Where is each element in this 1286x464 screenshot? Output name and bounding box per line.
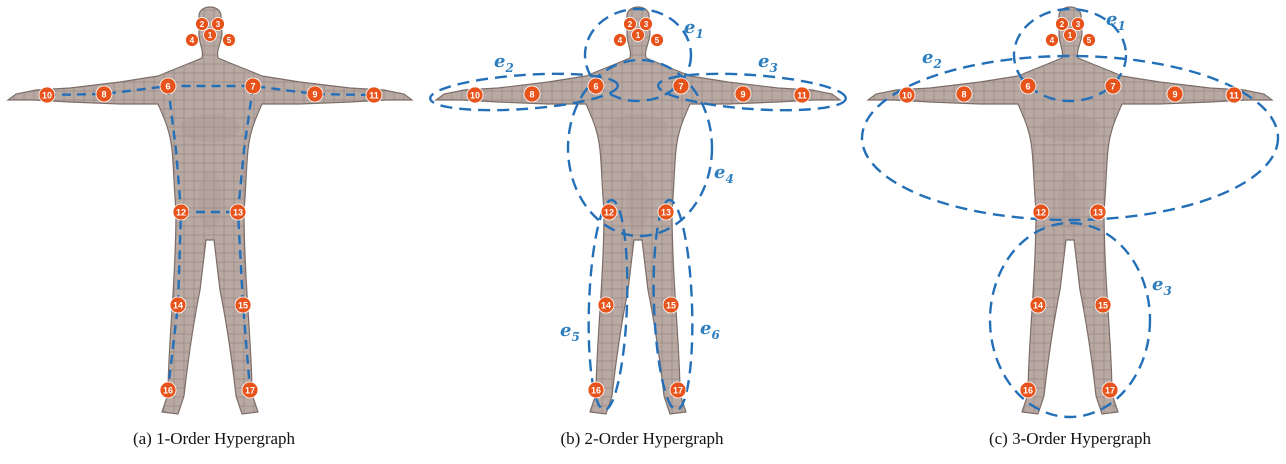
figure-1-order: 1234567891011121314151617 xyxy=(0,0,428,425)
caption: (c) 3-Order Hypergraph xyxy=(856,429,1284,449)
joint-label-17: 17 xyxy=(245,386,255,396)
joint-label-15: 15 xyxy=(666,301,676,311)
joint-label-15: 15 xyxy=(238,301,248,311)
edge-label-e5: e5 xyxy=(560,320,580,344)
joint-label-5: 5 xyxy=(1087,36,1092,45)
joint-label-3: 3 xyxy=(1076,20,1081,29)
joint-label-12: 12 xyxy=(1036,208,1046,218)
joint-label-6: 6 xyxy=(1025,82,1030,92)
joint-label-4: 4 xyxy=(618,36,623,45)
joint-label-9: 9 xyxy=(312,90,317,100)
edge-label-e1: e1 xyxy=(684,17,704,41)
joint-label-17: 17 xyxy=(673,386,683,396)
joint-label-2: 2 xyxy=(1060,20,1065,29)
edge-label-e2: e2 xyxy=(494,51,514,75)
edge-label-e1: e1 xyxy=(1106,9,1126,33)
joint-label-5: 5 xyxy=(655,36,660,45)
joint-label-16: 16 xyxy=(163,386,173,396)
joint-label-15: 15 xyxy=(1098,301,1108,311)
joint-label-10: 10 xyxy=(470,91,480,101)
joint-label-8: 8 xyxy=(529,90,534,100)
caption: (b) 2-Order Hypergraph xyxy=(428,429,856,449)
edge-label-e6: e6 xyxy=(700,318,720,342)
joint-label-12: 12 xyxy=(176,208,186,218)
hyperedge-e3 xyxy=(990,223,1150,417)
joint-label-10: 10 xyxy=(42,91,52,101)
edge-label-e2: e2 xyxy=(922,47,942,71)
joint-label-10: 10 xyxy=(902,91,912,101)
joint-label-13: 13 xyxy=(233,208,243,218)
joint-label-13: 13 xyxy=(1093,208,1103,218)
joint-label-16: 16 xyxy=(591,386,601,396)
joint-label-11: 11 xyxy=(369,91,379,101)
joint-label-1: 1 xyxy=(208,31,213,40)
joint-label-16: 16 xyxy=(1023,386,1033,396)
joint-label-8: 8 xyxy=(101,90,106,100)
joint-label-4: 4 xyxy=(190,36,195,45)
joint-label-7: 7 xyxy=(250,82,255,92)
joint-label-12: 12 xyxy=(604,208,614,218)
joint-label-9: 9 xyxy=(1172,90,1177,100)
joint-label-7: 7 xyxy=(1110,82,1115,92)
human-body-mesh xyxy=(0,0,420,420)
joint-label-9: 9 xyxy=(740,90,745,100)
joint-label-14: 14 xyxy=(173,301,183,311)
edge-label-e3: e3 xyxy=(758,51,778,75)
joint-label-4: 4 xyxy=(1050,36,1055,45)
joint-label-3: 3 xyxy=(216,20,221,29)
joint-label-13: 13 xyxy=(661,208,671,218)
joint-label-14: 14 xyxy=(601,301,611,311)
joint-label-7: 7 xyxy=(678,82,683,92)
joint-label-2: 2 xyxy=(200,20,205,29)
joint-label-8: 8 xyxy=(961,90,966,100)
edge-label-e4: e4 xyxy=(714,162,734,186)
joint-label-3: 3 xyxy=(644,20,649,29)
caption: (a) 1-Order Hypergraph xyxy=(0,429,428,449)
joint-label-1: 1 xyxy=(636,31,641,40)
joint-label-5: 5 xyxy=(227,36,232,45)
joint-label-2: 2 xyxy=(628,20,633,29)
joint-label-6: 6 xyxy=(593,82,598,92)
joint-label-1: 1 xyxy=(1068,31,1073,40)
joint-label-11: 11 xyxy=(1229,91,1239,101)
panel-1-order: 1234567891011121314151617 (a) 1-Order Hy… xyxy=(0,0,428,464)
joint-label-17: 17 xyxy=(1105,386,1115,396)
joint-label-14: 14 xyxy=(1033,301,1043,311)
joint-label-6: 6 xyxy=(165,82,170,92)
joint-label-11: 11 xyxy=(797,91,807,101)
human-body-mesh xyxy=(428,0,848,420)
edge-label-e3: e3 xyxy=(1152,274,1172,298)
